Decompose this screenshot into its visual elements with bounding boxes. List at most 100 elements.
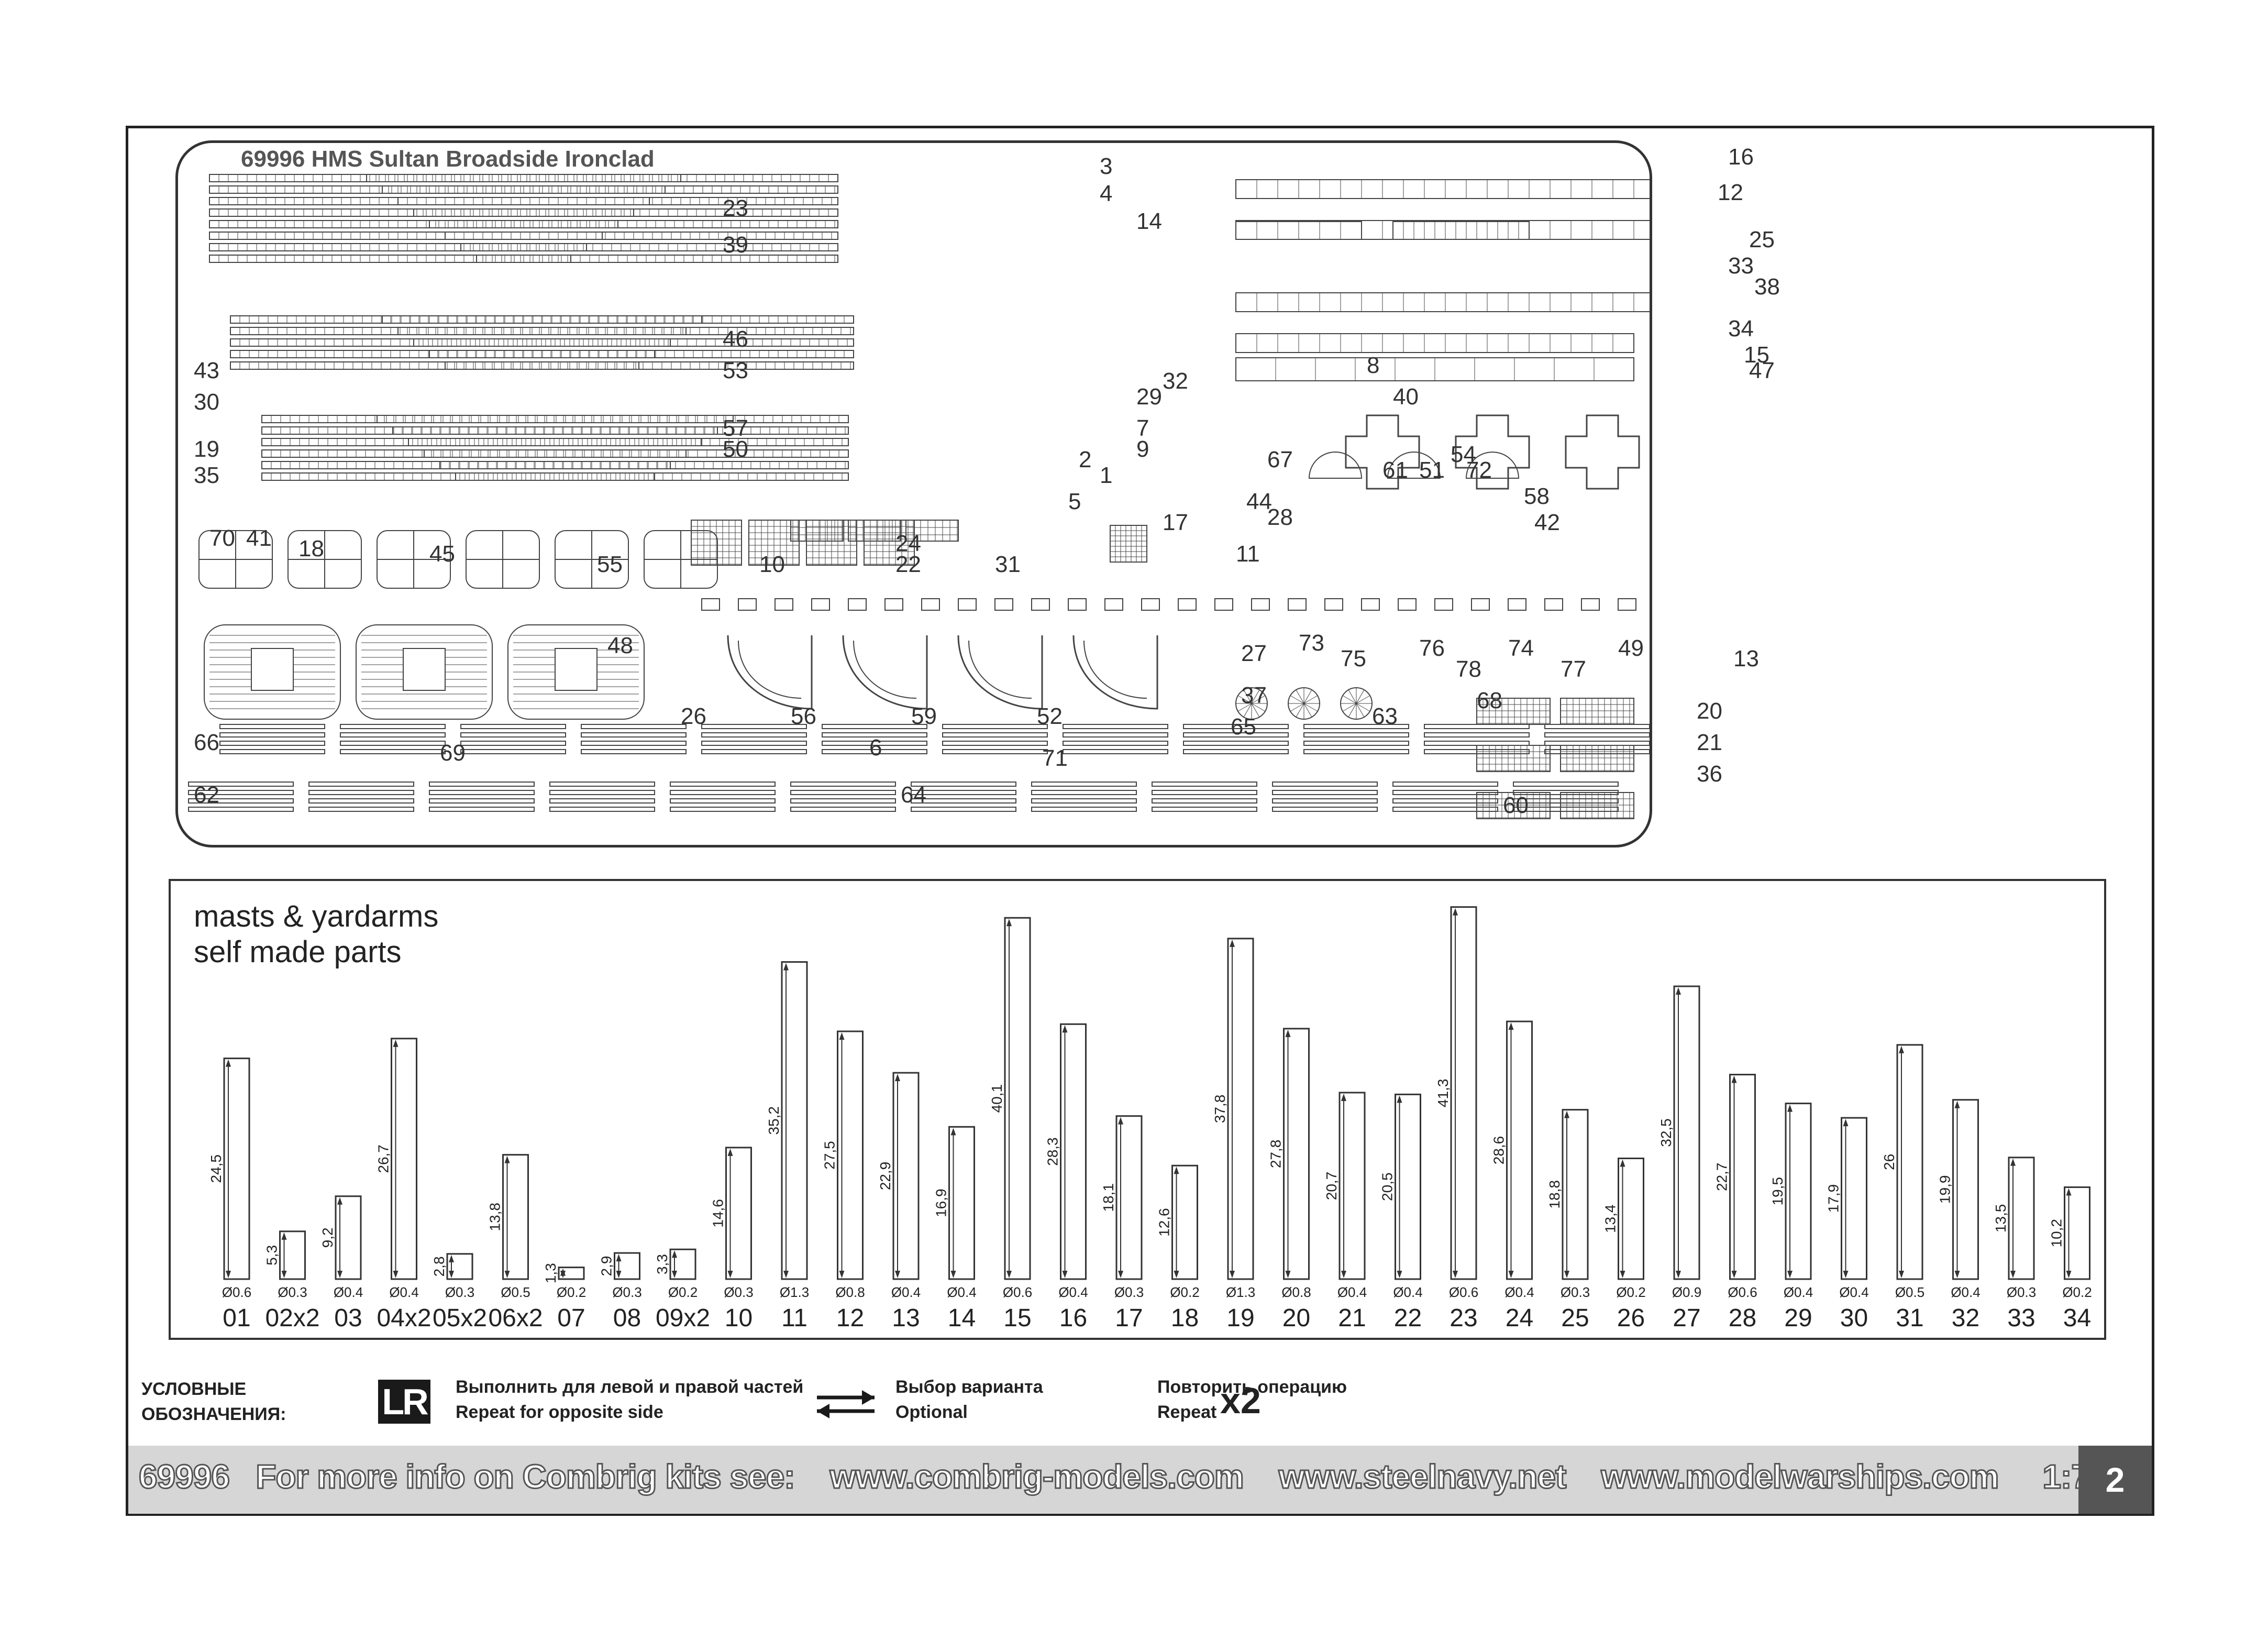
mast-bar [725,1147,752,1280]
mast-length-label: 17,9 [1826,1184,1842,1213]
mast-id-label: 02x2 [265,1304,319,1332]
fret-part-number: 8 [1367,353,1380,378]
mast-bar [558,1267,585,1280]
mast-diameter-label: Ø0.4 [1504,1284,1534,1300]
fret-part-number: 51 [1419,457,1445,483]
mast-id-label: 12 [836,1304,864,1332]
mast-diameter-label: Ø0.4 [1951,1284,1980,1300]
mast-diameter-label: Ø0.8 [1281,1284,1311,1300]
fret-part-number: 1 [1100,463,1113,488]
mast-part-26: 13,4Ø0.226 [1602,1158,1646,1332]
mast-length-label: 27,5 [822,1141,838,1170]
mast-diameter-label: Ø0.5 [1895,1284,1924,1300]
mast-length-label: 28,6 [1491,1136,1507,1165]
fret-part-number: 14 [1136,208,1162,234]
mast-diameter-label: Ø0.4 [947,1284,976,1300]
mast-part-20: 27,8Ø0.820 [1268,1028,1311,1332]
mast-diameter-label: Ø0.2 [2062,1284,2092,1300]
mast-length-label: 41,3 [1435,1079,1451,1108]
mast-length-label: 19,9 [1937,1175,1953,1204]
fret-part-number: 47 [1749,358,1775,383]
fret-part-number: 50 [723,436,748,462]
mast-bar [502,1154,529,1280]
fret-title: 69996 HMS Sultan Broadside Ironclad [241,146,655,172]
swap-arrows-icon [817,1390,875,1418]
fret-part-number: 69 [440,740,466,766]
fret-part-number: 10 [759,552,785,577]
mast-bar [1171,1164,1198,1280]
mast-id-label: 07 [557,1304,585,1332]
mast-length-label: 20,7 [1323,1172,1340,1201]
mast-diameter-label: Ø0.3 [445,1284,474,1300]
opt-en: Optional [895,1402,968,1422]
fret-part-number: 24 [895,531,921,556]
mast-id-label: 08 [613,1304,641,1332]
mast-length-label: 2,9 [599,1256,615,1276]
mast-part-24: 28,6Ø0.424 [1491,1020,1534,1332]
fret-part-number: 18 [298,536,324,562]
fret-part-number: 42 [1534,510,1560,535]
mast-id-label: 10 [725,1304,753,1332]
mast-part-33: 13,5Ø0.333 [1993,1157,2036,1332]
mast-id-label: 26 [1617,1304,1645,1332]
fret-part-number: 16 [1728,144,1754,170]
fret-part-number: 66 [194,730,219,755]
mast-id-label: 13 [892,1304,920,1332]
mast-bar [2064,1186,2090,1280]
mast-bar [1673,985,1700,1280]
lr-ru: Выполнить для левой и правой частей [456,1377,804,1397]
fret-part-number: 52 [1037,703,1063,729]
mast-id-label: 05x2 [433,1304,487,1332]
fret-part-number: 22 [895,552,921,577]
fret-part-number: 3 [1100,153,1113,179]
mast-part-23: 41,3Ø0.623 [1435,906,1478,1332]
mast-id-label: 18 [1171,1304,1199,1332]
fret-part-number: 2 [1079,447,1092,472]
x2-en: Repeat [1157,1402,1217,1422]
mast-bar [781,961,808,1280]
fret-part-number: 7 [1136,415,1149,441]
mast-id-label: 30 [1840,1304,1868,1332]
mast-bar [614,1252,640,1280]
fret-part-number: 46 [723,326,748,352]
fret-part-number: 43 [194,358,219,383]
fret-part-number: 32 [1163,368,1188,394]
fret-part-number: 39 [723,232,748,258]
mast-bar [1395,1093,1421,1280]
x2-description: Повторить операцию Repeat [1157,1374,1347,1425]
mast-id-label: 21 [1338,1304,1366,1332]
mast-bar [335,1195,362,1280]
mast-part-10: 14,6Ø0.310 [710,1147,754,1332]
fret-part-number: 45 [429,541,455,567]
mast-part-13: 22,9Ø0.413 [877,1072,921,1332]
mast-length-label: 37,8 [1212,1095,1228,1124]
fret-part-number: 25 [1749,227,1775,252]
mast-part-11: 35,2Ø1.311 [766,961,809,1332]
mast-length-label: 24,5 [208,1154,224,1183]
mast-part-16: 28,3Ø0.416 [1045,1023,1088,1332]
fret-part-number: 61 [1382,457,1408,483]
fret-part-number: 40 [1393,384,1419,410]
fret-part-number: 70 [209,525,235,551]
fret-part-number: 63 [1372,703,1398,729]
mast-bar [1115,1115,1143,1280]
mast-length-label: 1,3 [543,1263,559,1283]
fret-part-number: 74 [1508,635,1534,661]
mast-id-label: 31 [1896,1304,1923,1332]
fret-part-number: 33 [1728,253,1754,279]
mast-diameter-label: Ø0.4 [334,1284,363,1300]
fret-part-number: 12 [1718,180,1743,205]
mast-bar [1338,1092,1366,1280]
mast-length-label: 19,5 [1769,1177,1786,1206]
mast-diameter-label: Ø0.2 [1170,1284,1199,1300]
mast-bar [1060,1023,1087,1280]
mast-part-03: 9,2Ø0.403 [319,1195,363,1332]
mast-bar [1283,1028,1310,1280]
mast-id-label: 20 [1282,1304,1310,1332]
legend: УСЛОВНЫЕ ОБОЗНАЧЕНИЯ: LR Выполнить для л… [141,1372,2027,1435]
x2-ru: Повторить операцию [1157,1377,1347,1397]
mast-part-34: 10,2Ø0.234 [2049,1186,2092,1332]
